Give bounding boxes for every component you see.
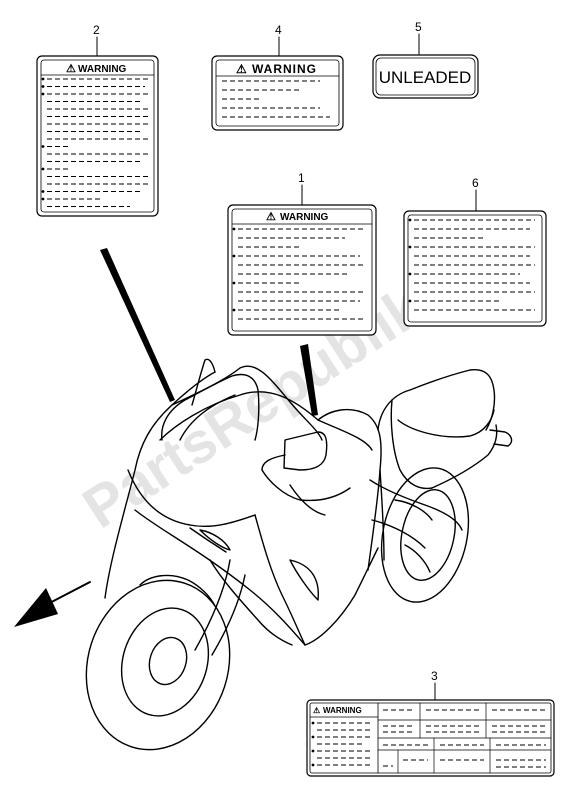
bullet-dot: [41, 197, 45, 201]
warning-label-3: ⚠ WARNING: [306, 699, 555, 777]
bullet-dot: [311, 721, 315, 725]
unleaded-label-5: UNLEADED: [372, 54, 479, 99]
bullet-dot: [311, 749, 315, 753]
bullet-dot: [232, 254, 236, 258]
front-arrow-icon: [14, 581, 91, 627]
callout-5: 5: [415, 20, 422, 55]
svg-text:3: 3: [431, 669, 438, 683]
bullet-dot: [408, 299, 412, 303]
svg-text:6: 6: [472, 176, 479, 190]
warning-symbol-icon: ⚠: [266, 211, 276, 223]
warning-label-1: ⚠ WARNING: [227, 204, 377, 336]
bullet-dot: [41, 167, 45, 171]
bullet-dot: [408, 272, 412, 276]
bullet-dot: [232, 308, 236, 312]
pointer-wedge-left: [100, 248, 175, 402]
bullet-dot: [408, 218, 412, 222]
bullet-dot: [41, 77, 45, 81]
svg-text:WARNING: WARNING: [252, 62, 317, 76]
callout-2: 2: [93, 23, 100, 57]
bullet-dot: [232, 281, 236, 285]
warning-symbol-icon: ⚠: [236, 62, 247, 76]
svg-text:WARNING: WARNING: [280, 212, 329, 223]
bullet-dot: [408, 245, 412, 249]
warning-label-4: ⚠ WARNING: [211, 55, 344, 131]
bullet-dot: [41, 85, 45, 88]
bullet-dot: [41, 145, 45, 148]
callout-3: 3: [431, 669, 438, 701]
svg-text:WARNING: WARNING: [78, 64, 127, 75]
bullet-dot: [311, 735, 315, 739]
svg-text:5: 5: [415, 20, 422, 34]
label-6: [403, 210, 547, 327]
bullet-dot: [311, 763, 315, 767]
svg-text:WARNING: WARNING: [323, 706, 362, 715]
bullet-dot: [41, 190, 45, 193]
warning-label-2: ⚠ WARNING: [36, 55, 159, 217]
pointer-wedge-center: [300, 344, 318, 416]
warning-symbol-icon: ⚠: [66, 63, 76, 75]
svg-text:UNLEADED: UNLEADED: [379, 68, 472, 87]
motorcycle-illustration: [85, 358, 513, 751]
bullet-dot: [232, 227, 236, 231]
bullet-dot: [41, 92, 45, 96]
callout-1: 1: [298, 171, 305, 206]
warning-symbol-icon: ⚠: [313, 706, 320, 715]
svg-text:4: 4: [275, 23, 282, 37]
svg-text:1: 1: [298, 171, 305, 185]
callout-6: 6: [472, 176, 479, 212]
callout-4: 4: [275, 23, 282, 57]
svg-text:2: 2: [93, 23, 100, 37]
